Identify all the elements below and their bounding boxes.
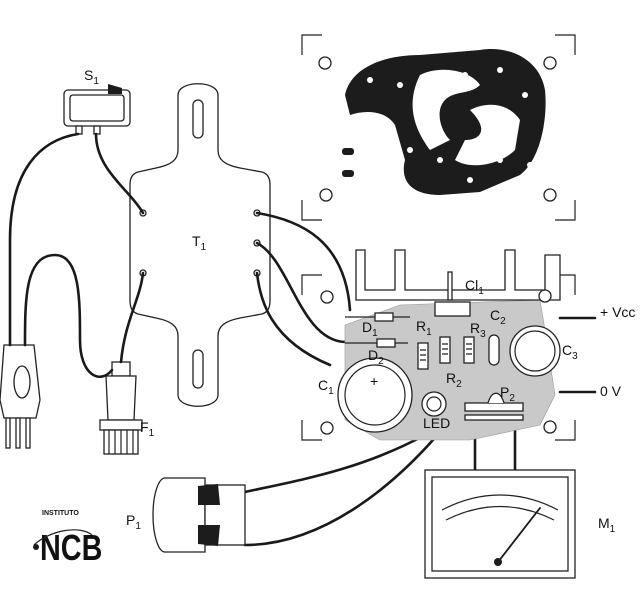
label-m1: M1: [598, 515, 616, 535]
fuse-holder-f1: [99, 361, 143, 455]
label-c1: C1: [318, 377, 334, 397]
label-led: LED: [423, 415, 450, 431]
svg-text:+: +: [370, 373, 378, 389]
label-p2: P2: [500, 384, 515, 404]
label-p1: P1: [126, 512, 141, 532]
ncb-logo: INSTITUTO NCB: [33, 510, 102, 568]
switch-s1: [63, 84, 131, 135]
label-f1: F1: [140, 419, 155, 439]
label-t1: T1: [192, 233, 207, 253]
label-r2: R2: [446, 370, 462, 390]
svg-text:INSTITUTO: INSTITUTO: [42, 510, 79, 517]
label-r3: R3: [470, 320, 486, 340]
label-r1: R1: [416, 318, 432, 338]
label-c2: C2: [490, 307, 506, 327]
potentiometer-p1: [152, 477, 246, 553]
meter-m1: [424, 469, 576, 579]
pcb-component-layout: +: [301, 249, 576, 441]
label-ci1: Cl1: [465, 277, 484, 297]
label-s1: S1: [84, 67, 99, 87]
pcb-copper-layout: [301, 34, 576, 221]
transformer-t1: [129, 83, 271, 407]
svg-text:NCB: NCB: [40, 527, 102, 568]
label-vcc: + Vcc: [600, 304, 635, 320]
label-d1: D1: [362, 319, 378, 339]
power-plug: [0, 344, 41, 449]
label-c3: C3: [562, 342, 578, 362]
label-0v: 0 V: [600, 383, 622, 399]
label-d2: D2: [368, 347, 384, 367]
